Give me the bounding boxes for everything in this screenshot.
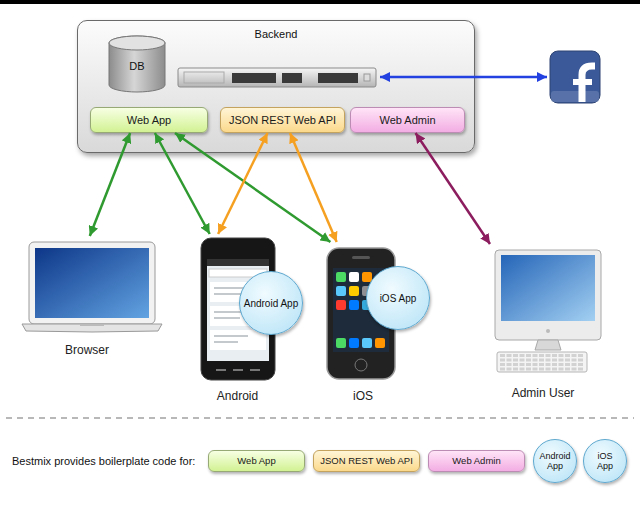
client-device: Browser [17,236,157,358]
app-icon [336,272,346,282]
component-box: JSON REST Web API [220,107,345,133]
server-vent [184,72,224,83]
node-label: Web Admin [452,455,500,467]
laptop-base [22,324,162,332]
boilerplate-box: Web Admin [428,450,525,472]
boilerplate-circle: Android App [533,439,577,483]
node-label: Web App [237,455,275,467]
node-label: iOS App [597,451,613,471]
node-label: Android App [539,451,570,471]
laptop-picture [22,242,162,332]
facebook-logo [573,79,592,85]
node-label: iOS App [367,293,429,304]
imac-body [495,250,601,340]
connector-arrow [90,133,130,236]
app-icon [349,286,359,296]
db-cylinder-shape [108,35,166,93]
node-label: Android App [240,298,302,309]
connector-arrow [290,133,337,242]
node-label: Web App [127,114,171,127]
node-label: JSON REST Web API [229,114,336,127]
phone-nav-keys [216,369,260,371]
server-bay [282,73,302,83]
node-label: DB [129,56,144,73]
node-label: Web Admin [379,114,435,127]
phone-status-bar [207,259,269,266]
imac-stand [535,340,561,350]
server-bay [232,73,276,83]
backend-container: BackendDB Web App JSON REST Web API Web Adm… [77,20,475,153]
app-icon [336,300,346,310]
phone-card [210,330,266,350]
server-rack [178,68,376,87]
app-circle: Android App [239,271,303,335]
laptop-notch [80,324,104,326]
imac-picture [495,250,601,372]
database-cylinder: DB [108,35,166,93]
device-label: Browser [17,342,157,358]
device-label: Android [195,388,280,404]
boilerplate-circle: iOS App [583,439,627,483]
keyboard [497,352,587,372]
component-box: Web App [90,107,208,133]
client-device: Admin User [485,244,610,401]
facebook-tile [550,51,600,103]
db-cylinder-body [109,36,165,92]
connector-arrow [218,133,267,234]
facebook-link-arrow [380,76,547,79]
imac-screen [501,255,595,321]
dock-icon [349,338,359,348]
dock-icon [336,338,346,348]
connector-arrow [416,133,490,244]
device-label: iOS [322,388,404,404]
laptop-screen [35,248,149,318]
footnote-label: Bestmix provides boilerplate code for: [12,454,195,468]
note-holder: Bestmix provides boilerplate code for: [12,454,195,468]
home-button [355,359,367,371]
client-device: iOS iOS App [322,242,427,404]
component-box: Web Admin [350,107,465,133]
keyboard-keys [500,356,584,370]
boilerplate-box: JSON REST Web API [313,450,420,472]
db-cylinder-top [109,36,165,50]
app-icon [349,300,359,310]
divider-line [6,417,634,419]
phone-speaker [352,256,370,259]
app-circle: iOS App [366,266,430,330]
connector-arrow [155,133,210,234]
server-bay [318,73,358,83]
facebook-icon [550,51,600,103]
group-title: Backend [255,28,298,41]
server-light [364,74,370,81]
boilerplate-box: Web App [208,450,305,472]
laptop-lid [29,242,155,324]
client-device: Android Android App [195,234,300,404]
dock-icon [362,338,372,348]
app-icon [349,272,359,282]
imac-logo [546,329,550,333]
server-body [178,68,376,87]
facebook-band [551,91,599,102]
app-icon [336,286,346,296]
node-label: JSON REST Web API [320,455,413,467]
connector-arrow [175,133,330,242]
top-bar [0,0,640,4]
dock-icon [375,338,385,348]
device-label: Admin User [485,385,601,401]
